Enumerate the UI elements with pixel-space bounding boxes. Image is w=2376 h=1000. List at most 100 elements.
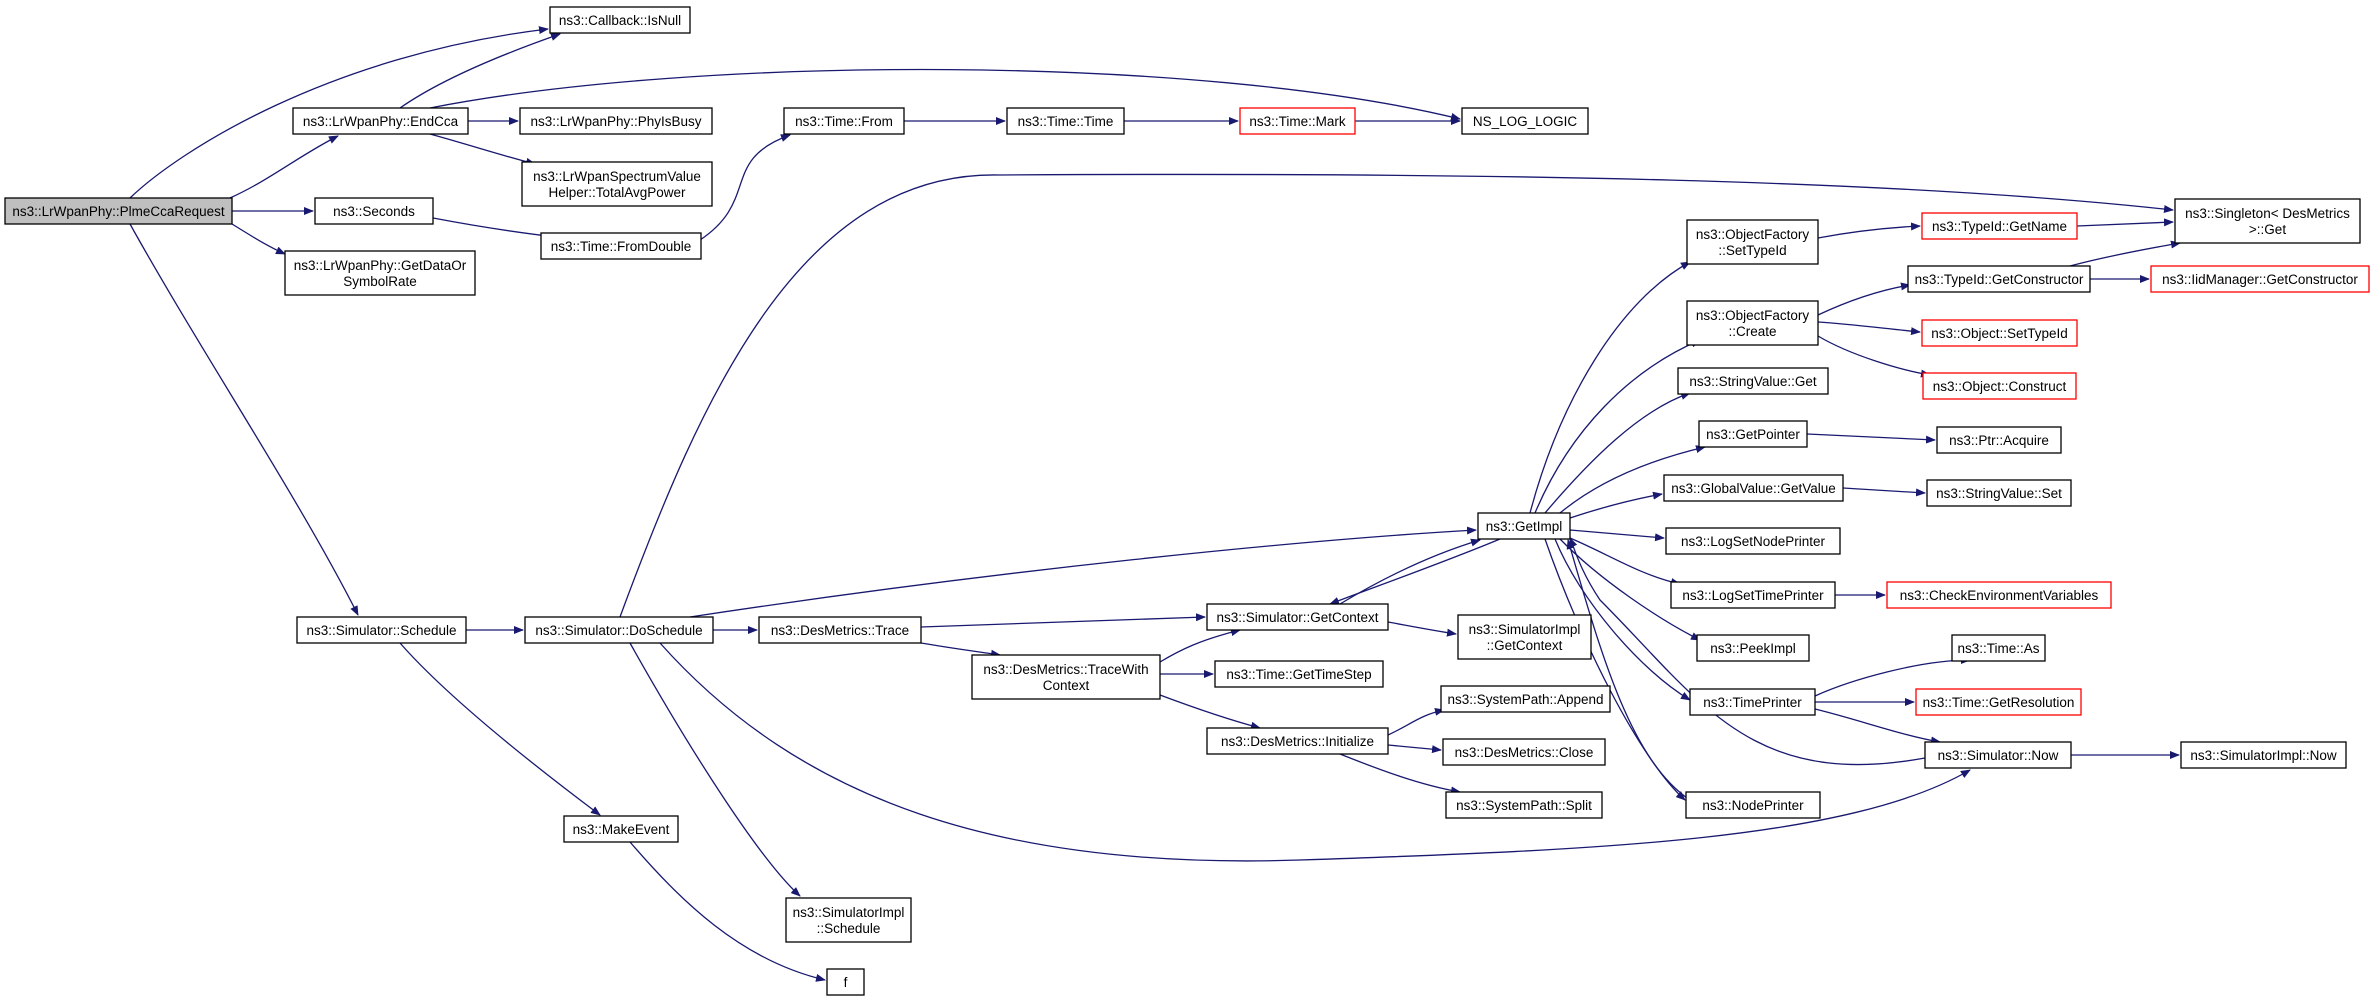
node-logtime[interactable]: ns3::LogSetTimePrinter [1670, 581, 1836, 609]
node-simimplnow[interactable]: ns3::SimulatorImpl::Now [2180, 741, 2347, 769]
node-box[interactable] [971, 654, 1161, 700]
node-box[interactable] [2174, 198, 2361, 244]
node-box[interactable] [1006, 107, 1125, 135]
node-getctor[interactable]: ns3::TypeId::GetConstructor [1907, 265, 2091, 293]
node-box[interactable] [1689, 688, 1816, 716]
node-getname[interactable]: ns3::TypeId::GetName [1921, 212, 2078, 240]
node-schedule[interactable]: ns3::Simulator::Schedule [296, 616, 467, 644]
node-box[interactable] [1921, 212, 2078, 240]
node-box[interactable] [1924, 741, 2072, 769]
node-totalavg[interactable]: ns3::LrWpanSpectrumValueHelper::TotalAvg… [521, 161, 713, 207]
node-box[interactable] [563, 815, 679, 843]
node-close[interactable]: ns3::DesMetrics::Close [1442, 738, 1606, 766]
node-fromdouble[interactable]: ns3::Time::FromDouble [540, 232, 702, 260]
node-box[interactable] [284, 250, 476, 296]
node-isnull[interactable]: ns3::Callback::IsNull [549, 6, 691, 34]
node-singleton[interactable]: ns3::Singleton< DesMetrics >::Get [2174, 198, 2361, 244]
node-ptracquire[interactable]: ns3::Ptr::Acquire [1936, 426, 2062, 454]
node-timefrom[interactable]: ns3::Time::From [783, 107, 905, 135]
node-box[interactable] [1936, 426, 2062, 454]
node-stringget[interactable]: ns3::StringValue::Get [1677, 367, 1829, 395]
node-box[interactable] [1670, 581, 1836, 609]
node-simimplgetctx[interactable]: ns3::SimulatorImpl::GetContext [1457, 614, 1592, 660]
node-box[interactable] [2180, 741, 2347, 769]
node-box[interactable] [1921, 319, 2078, 347]
node-box[interactable] [1440, 685, 1611, 713]
node-stringset[interactable]: ns3::StringValue::Set [1926, 479, 2072, 507]
node-timemark[interactable]: ns3::Time::Mark [1239, 107, 1356, 135]
node-box[interactable] [1461, 107, 1589, 135]
node-initialize[interactable]: ns3::DesMetrics::Initialize [1206, 727, 1389, 755]
node-gettimestep[interactable]: ns3::Time::GetTimeStep [1214, 660, 1384, 688]
node-box[interactable] [521, 161, 713, 207]
node-box[interactable] [1915, 688, 2082, 716]
node-append[interactable]: ns3::SystemPath::Append [1440, 685, 1611, 713]
node-box[interactable] [1442, 738, 1606, 766]
node-iidmgr[interactable]: ns3::IidManager::GetConstructor [2150, 265, 2370, 293]
node-nodeprinter[interactable]: ns3::NodePrinter [1685, 791, 1821, 819]
node-peekimpl[interactable]: ns3::PeekImpl [1696, 634, 1810, 662]
node-timeas[interactable]: ns3::Time::As [1951, 634, 2046, 662]
node-objsettypeid[interactable]: ns3::Object::SetTypeId [1921, 319, 2078, 347]
node-getpointer[interactable]: ns3::GetPointer [1698, 420, 1808, 448]
node-seconds[interactable]: ns3::Seconds [314, 197, 434, 225]
node-nslog[interactable]: NS_LOG_LOGIC [1461, 107, 1589, 135]
node-doschedule[interactable]: ns3::Simulator::DoSchedule [524, 616, 714, 644]
node-settypeid[interactable]: ns3::ObjectFactory::SetTypeId [1686, 219, 1819, 265]
node-box[interactable] [1206, 603, 1389, 631]
node-box[interactable] [826, 968, 865, 996]
node-f[interactable]: f [826, 968, 865, 996]
node-box[interactable] [1457, 614, 1592, 660]
node-box[interactable] [1922, 372, 2077, 400]
node-box[interactable] [1698, 420, 1808, 448]
node-makeevent[interactable]: ns3::MakeEvent [563, 815, 679, 843]
node-box[interactable] [1685, 791, 1821, 819]
node-box[interactable] [758, 616, 922, 644]
node-timetime[interactable]: ns3::Time::Time [1006, 107, 1125, 135]
node-getimpl[interactable]: ns3::GetImpl [1477, 512, 1571, 540]
node-box[interactable] [524, 616, 714, 644]
node-box[interactable] [540, 232, 702, 260]
node-trace[interactable]: ns3::DesMetrics::Trace [758, 616, 922, 644]
node-box[interactable] [519, 107, 713, 135]
node-box[interactable] [783, 107, 905, 135]
node-box[interactable] [296, 616, 467, 644]
node-lognode[interactable]: ns3::LogSetNodePrinter [1665, 527, 1841, 555]
node-box[interactable] [1239, 107, 1356, 135]
node-box[interactable] [1665, 527, 1841, 555]
node-endcca[interactable]: ns3::LrWpanPhy::EndCca [292, 107, 469, 135]
node-getres[interactable]: ns3::Time::GetResolution [1915, 688, 2082, 716]
node-box[interactable] [1926, 479, 2072, 507]
node-getcontext[interactable]: ns3::Simulator::GetContext [1206, 603, 1389, 631]
node-objconstruct[interactable]: ns3::Object::Construct [1922, 372, 2077, 400]
node-box[interactable] [1663, 474, 1844, 502]
node-simnow[interactable]: ns3::Simulator::Now [1924, 741, 2072, 769]
node-box[interactable] [4, 197, 233, 225]
node-box[interactable] [1686, 219, 1819, 265]
node-simimplsched[interactable]: ns3::SimulatorImpl::Schedule [785, 897, 912, 943]
node-box[interactable] [785, 897, 912, 943]
node-box[interactable] [1214, 660, 1384, 688]
node-box[interactable] [1907, 265, 2091, 293]
node-box[interactable] [1686, 300, 1819, 346]
node-split[interactable]: ns3::SystemPath::Split [1445, 791, 1603, 819]
node-globalget[interactable]: ns3::GlobalValue::GetValue [1663, 474, 1844, 502]
node-root[interactable]: ns3::LrWpanPhy::PlmeCcaRequest [4, 197, 233, 225]
node-create[interactable]: ns3::ObjectFactory::Create [1686, 300, 1819, 346]
node-box[interactable] [549, 6, 691, 34]
node-box[interactable] [1477, 512, 1571, 540]
node-box[interactable] [1696, 634, 1810, 662]
node-box[interactable] [1206, 727, 1389, 755]
node-box[interactable] [1445, 791, 1603, 819]
node-timeprinter[interactable]: ns3::TimePrinter [1689, 688, 1816, 716]
node-phyisbusy[interactable]: ns3::LrWpanPhy::PhyIsBusy [519, 107, 713, 135]
node-box[interactable] [2150, 265, 2370, 293]
node-checkenv[interactable]: ns3::CheckEnvironmentVariables [1886, 581, 2112, 609]
node-box[interactable] [1677, 367, 1829, 395]
node-box[interactable] [292, 107, 469, 135]
node-box[interactable] [314, 197, 434, 225]
node-box[interactable] [1886, 581, 2112, 609]
node-box[interactable] [1951, 634, 2046, 662]
